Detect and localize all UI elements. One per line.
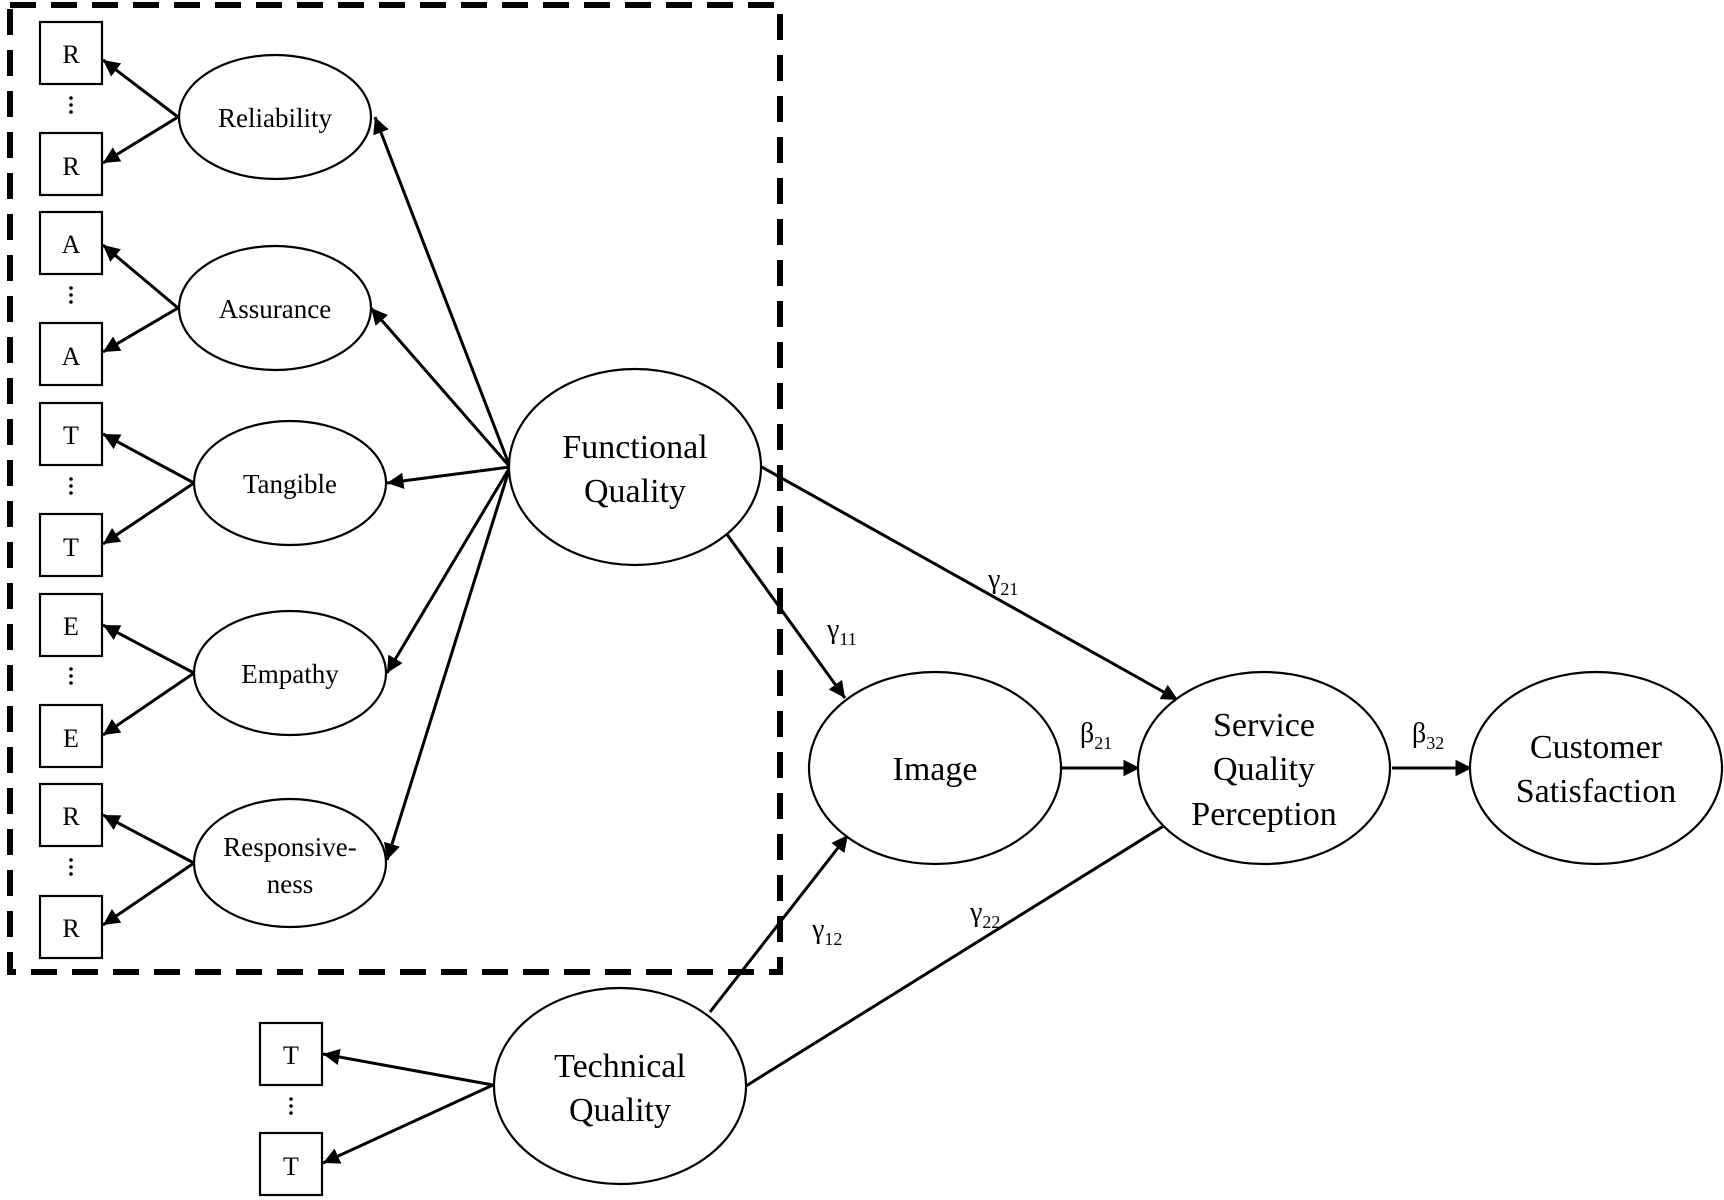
- indicator-box: A: [38, 321, 104, 387]
- edge-empathy-e1: [102, 623, 195, 675]
- svg-text:Assurance: Assurance: [219, 294, 331, 324]
- indicator-box: T: [258, 1131, 324, 1197]
- path-label-gamma-22: γ22: [969, 897, 1000, 932]
- edge-technical-t2: [322, 1083, 494, 1165]
- svg-text:Perception: Perception: [1191, 796, 1336, 833]
- svg-text:A: A: [62, 342, 81, 371]
- edge-assurance-a1: [102, 243, 179, 310]
- edge-tq-sqp: [745, 815, 1179, 1088]
- path-label-gamma-11: γ11: [826, 614, 857, 649]
- path-label-beta-32: β32: [1412, 718, 1444, 753]
- svg-text:Quality: Quality: [584, 473, 686, 510]
- edge-responsiveness-r2: [102, 861, 195, 927]
- edge-tangible-t1: [102, 432, 195, 485]
- indicator-edges: [102, 58, 494, 1165]
- node-image: Image: [807, 670, 1063, 866]
- edge-tq-image: [708, 834, 850, 1013]
- edge-responsiveness-r1: [102, 813, 195, 865]
- indicator-box: E: [38, 592, 104, 658]
- svg-text:Image: Image: [893, 751, 978, 788]
- path-label-beta-21: β21: [1080, 718, 1112, 753]
- edge-fq-reliability: [373, 116, 512, 468]
- functional-quality-frame: [7, 2, 783, 975]
- ellipsis-icon: [69, 858, 73, 876]
- node-assurance: Assurance: [177, 244, 373, 372]
- svg-text:T: T: [283, 1041, 299, 1070]
- svg-text:R: R: [62, 802, 80, 831]
- svg-text:Satisfaction: Satisfaction: [1516, 773, 1677, 810]
- edge-reliability-r1: [102, 58, 179, 119]
- svg-text:R: R: [62, 152, 80, 181]
- ellipsis-icon: [69, 96, 73, 114]
- node-technical-quality: Technical Quality: [492, 986, 748, 1186]
- edge-reliability-r2: [102, 115, 179, 165]
- indicator-box: E: [38, 703, 104, 769]
- edge-fq-assurance: [369, 307, 512, 468]
- svg-text:Tangible: Tangible: [243, 469, 337, 499]
- svg-text:Empathy: Empathy: [241, 659, 339, 689]
- path-labels: γ11 γ12 γ21 γ22 β21 β32: [811, 564, 1444, 949]
- edge-technical-t1: [322, 1048, 494, 1087]
- indicator-boxes: R R A A T T E E: [38, 20, 324, 1197]
- node-empathy: Empathy: [192, 609, 388, 737]
- edge-assurance-a2: [102, 306, 179, 354]
- path-label-gamma-21: γ21: [987, 564, 1018, 599]
- svg-text:Quality: Quality: [1213, 751, 1315, 788]
- indicator-box: R: [38, 894, 104, 960]
- svg-text:Reliability: Reliability: [218, 103, 332, 133]
- svg-text:Service: Service: [1213, 707, 1315, 744]
- indicator-box: T: [258, 1021, 324, 1087]
- svg-text:Technical: Technical: [554, 1048, 686, 1085]
- svg-text:Customer: Customer: [1530, 729, 1663, 766]
- structural-edges: [708, 464, 1472, 1088]
- svg-text:R: R: [62, 40, 80, 69]
- edge-fq-responsiveness: [384, 466, 512, 861]
- path-label-gamma-12: γ12: [811, 914, 842, 949]
- edge-fq-tangible: [386, 465, 511, 490]
- node-tangible: Tangible: [192, 419, 388, 547]
- edge-fq-sqp: [759, 464, 1179, 702]
- svg-text:ness: ness: [267, 869, 314, 899]
- node-responsiveness: Responsive- ness: [192, 797, 388, 929]
- svg-text:T: T: [283, 1152, 299, 1181]
- svg-text:Quality: Quality: [569, 1092, 671, 1129]
- functional-quality-edges: [369, 116, 512, 861]
- svg-text:T: T: [63, 533, 79, 562]
- svg-text:E: E: [63, 612, 79, 641]
- svg-text:T: T: [63, 421, 79, 450]
- svg-text:E: E: [63, 724, 79, 753]
- indicator-box: R: [38, 782, 104, 848]
- ellipsis-icon: [69, 477, 73, 495]
- node-functional-quality: Functional Quality: [507, 367, 763, 567]
- edge-fq-empathy: [385, 466, 512, 674]
- ellipsis-icon: [69, 667, 73, 685]
- indicator-box: R: [38, 131, 104, 197]
- svg-text:R: R: [62, 914, 80, 943]
- edge-empathy-e2: [102, 671, 195, 737]
- svg-text:A: A: [62, 230, 81, 259]
- node-service-quality-perception: Service Quality Perception: [1136, 670, 1392, 866]
- ellipsis-icon: [289, 1097, 293, 1115]
- indicator-box: T: [38, 401, 104, 467]
- edge-tangible-t2: [102, 481, 195, 546]
- indicator-box: R: [38, 20, 104, 86]
- svg-text:Functional: Functional: [562, 429, 707, 466]
- indicator-box: T: [38, 512, 104, 578]
- ellipsis-marks: [69, 96, 293, 1115]
- edge-fq-image: [724, 532, 847, 699]
- node-reliability: Reliability: [177, 53, 373, 181]
- ellipsis-icon: [69, 286, 73, 304]
- indicator-box: A: [38, 210, 104, 276]
- node-customer-satisfaction: Customer Satisfaction: [1468, 670, 1724, 866]
- svg-text:Responsive-: Responsive-: [223, 832, 356, 862]
